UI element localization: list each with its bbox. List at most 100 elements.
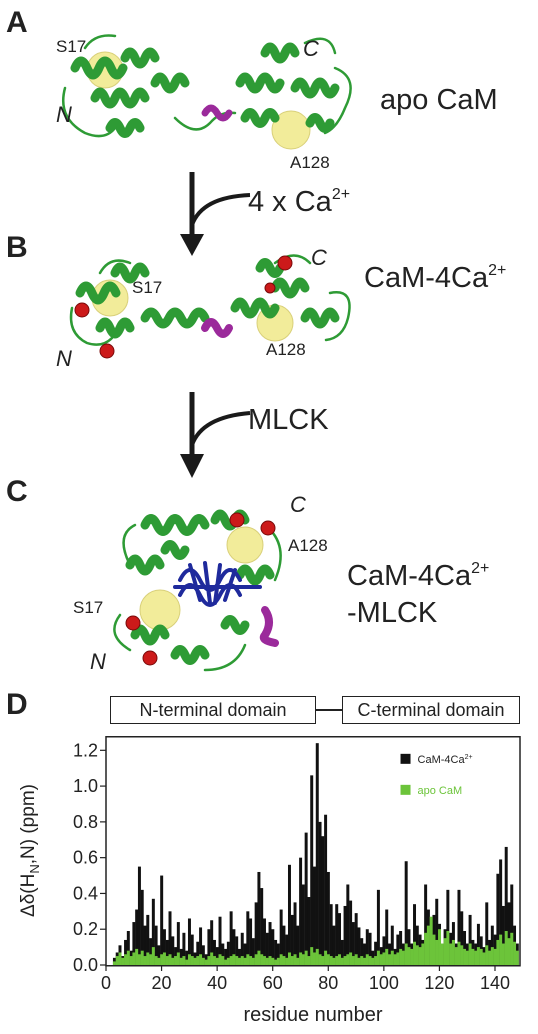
bar-apo-cam [310,947,314,965]
bar-cam-4ca [304,832,308,965]
bar-cam-4ca [293,902,297,965]
bar-cam-4ca [351,922,355,965]
bar-cam-4ca [235,936,239,966]
legend-label-apo-cam: apo CaM [418,785,463,797]
bar-cam-4ca [246,911,250,965]
bar-cam-4ca [385,909,389,965]
bar-cam-4ca [135,909,139,965]
bar-cam-4ca [251,938,255,965]
bar-cam-4ca [265,932,269,965]
bar-apo-cam [435,939,439,965]
bar-apo-cam [212,956,216,965]
bar-cam-4ca [446,889,450,965]
bar-cam-4ca [221,943,225,965]
bar-cam-4ca [335,904,339,965]
bar-cam-4ca [254,902,258,965]
bar-cam-4ca [249,918,253,965]
bar-apo-cam [501,943,505,965]
bar-apo-cam [257,950,261,965]
bar-apo-cam [415,945,419,965]
y-axis: 0.00.20.40.60.81.01.2 [73,740,106,975]
bar-apo-cam [232,954,236,965]
a128-sphere [226,526,264,564]
bar-apo-cam [235,956,239,965]
bar-cam-4ca [171,936,175,966]
bar-apo-cam [440,943,444,965]
bar-apo-cam [224,959,228,965]
bar-apo-cam [396,952,400,965]
bar-apo-cam [465,950,469,965]
bar-cam-4ca [232,929,236,965]
bar-apo-cam [471,948,475,965]
bar-apo-cam [229,956,233,965]
bar-apo-cam [299,952,303,965]
panel-letter-d: D [6,688,28,721]
bar-cam-4ca [201,945,205,965]
bar-cam-4ca [321,836,325,965]
bar-apo-cam [432,934,436,965]
bar-cam-4ca [124,939,128,965]
bar-cam-4ca [363,943,366,965]
bar-cam-4ca [149,938,153,965]
bar-apo-cam [449,943,453,965]
bar-cam-4ca [501,905,505,965]
residue-label-a128-c: A128 [288,536,328,555]
bar-cam-4ca [112,957,116,965]
bar-apo-cam [451,939,455,965]
bar-apo-cam [243,957,247,965]
bar-apo-cam [160,954,164,965]
bar-cam-4ca [143,925,147,965]
bar-apo-cam [174,956,178,965]
bar-cam-4ca [307,897,311,965]
bar-apo-cam [154,956,158,965]
bar-apo-cam [187,954,191,965]
bar-cam-4ca [313,866,316,965]
residue-label-s17-a: S17 [56,37,87,56]
bar-apo-cam [265,957,269,965]
bar-apo-cam [446,931,450,965]
bar-cam-4ca [365,929,369,965]
bar-apo-cam [374,956,378,965]
bar-apo-cam [507,938,511,965]
x-tick-label: 100 [369,973,399,993]
bar-apo-cam [479,948,483,965]
c-terminus-label-a: C [303,36,319,61]
legend-swatch-apo-cam [400,784,411,795]
bar-cam-4ca [279,909,283,965]
bar-cam-4ca [196,941,200,965]
bar-cam-4ca [301,884,305,965]
bar-apo-cam [457,941,461,965]
series-apo-cam-bars [112,916,519,965]
series-cam-4ca-bars [112,743,519,966]
bar-cam-4ca [165,939,169,965]
bar-cam-4ca [374,941,378,965]
bar-apo-cam [493,948,497,965]
bar-apo-cam [476,947,480,965]
bar-apo-cam [349,952,353,965]
transition-arrow-2 [180,392,251,478]
state-label-line2: -MLCK [347,597,438,630]
bar-cam-4ca [368,932,372,965]
bar-apo-cam [401,950,405,965]
bar-cam-4ca [324,814,328,965]
bar-cam-4ca [187,918,191,965]
bar-cam-4ca [296,925,300,965]
bar-cam-4ca [226,941,230,965]
legend-swatch-cam-4ca [400,753,411,764]
bar-cam-4ca [271,929,275,965]
legend-label-cam-4ca: CaM-4Ca2+ [418,754,473,766]
bar-apo-cam [185,959,189,965]
bar-apo-cam [207,956,211,965]
n-terminus-label-a: N [56,102,72,127]
bar-cam-4ca [299,857,303,965]
y-axis-label: Δδ(HN,N) (ppm) [18,784,42,917]
bar-apo-cam [126,950,130,965]
bar-apo-cam [296,957,300,965]
x-axis-label: residue number [244,1004,383,1026]
n-terminal-domain-box: N-terminal domain [110,696,316,724]
y-tick-label: 0.2 [73,919,98,939]
bar-cam-4ca [485,902,489,965]
bar-cam-4ca [340,939,344,965]
bar-cam-4ca [476,923,480,965]
bar-cam-4ca [315,743,319,965]
